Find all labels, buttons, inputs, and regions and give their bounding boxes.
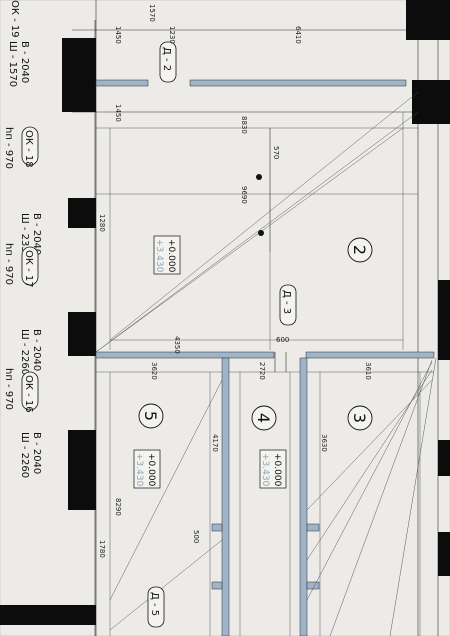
window-callout-ok16: ОК - 16 hп - 970 В - 2040 Ш - 2260	[3, 368, 42, 478]
dimension-label: 2720	[258, 362, 266, 380]
partition-wall	[95, 79, 149, 87]
room-number: 4	[254, 413, 273, 423]
dimension-label: 1280	[98, 214, 106, 232]
dimension-label: 1570	[148, 4, 156, 22]
room-number-circle	[138, 403, 164, 429]
dimension-label: 1450	[114, 104, 122, 122]
window-height: В - 2040	[31, 329, 42, 371]
partition-wall	[306, 523, 320, 532]
window-callout-ok18: ОК - 18 hп - 970 В - 2040 Ш - 2350	[3, 126, 42, 259]
dimension-label: 3610	[364, 362, 372, 380]
partition-wall	[189, 79, 407, 87]
window-height: В - 2040	[19, 41, 30, 83]
diagonal-line	[95, 127, 404, 353]
dimension-label: 1780	[98, 540, 106, 558]
room-number-circle	[347, 405, 373, 431]
marker-dot	[256, 174, 262, 180]
diagonal-line	[109, 539, 223, 631]
dimension-label: 600	[276, 336, 289, 344]
partition-wall	[299, 357, 308, 636]
window-tag-frame	[21, 371, 39, 411]
diagonal-line	[329, 359, 433, 636]
window-width: Ш - 1570	[7, 41, 18, 87]
room-number: 3	[350, 413, 369, 423]
window-sill-height: hп - 970	[3, 368, 14, 410]
dimension-label: 4170	[211, 434, 219, 452]
room-level-2: +0.000 +3.430	[153, 235, 181, 275]
column-block	[68, 312, 96, 356]
partition-wall	[211, 581, 223, 590]
partition-wall	[221, 357, 230, 636]
window-width: Ш - 2350	[19, 213, 30, 259]
svg-text:+0.000: +0.000	[272, 453, 282, 487]
dimension-label: 500	[192, 530, 200, 543]
door-tag-frame	[159, 41, 177, 83]
marker-dot	[258, 230, 264, 236]
window-sill-height: hп - 970	[3, 127, 14, 169]
room-level-5: +0.000 +3.430	[133, 449, 161, 489]
window-width: Ш - 2260	[19, 432, 30, 478]
partition-wall	[305, 351, 435, 359]
window-tag: ОК - 16	[23, 375, 34, 413]
room-number: 2	[350, 245, 369, 255]
svg-text:+0.000: +0.000	[166, 239, 176, 273]
svg-text:+3.430: +3.430	[134, 453, 144, 487]
column-block	[68, 430, 96, 510]
window-height: В - 2040	[31, 213, 42, 255]
dimension-label: 1230	[168, 26, 176, 44]
window-tag: ОК - 19	[9, 0, 20, 38]
svg-text:+3.430: +3.430	[154, 239, 164, 273]
door-tag-d2: Д - 2	[159, 41, 177, 83]
window-callout-ok19: ОК - 19 В - 2040 Ш - 1570	[7, 0, 30, 87]
dimension-label: 3630	[320, 434, 328, 452]
window-tag: ОК - 17	[23, 250, 34, 288]
column-block	[412, 80, 450, 124]
diagonal-line	[306, 361, 433, 601]
window-sill-height: hп - 970	[3, 243, 14, 285]
dimension-label: 9690	[240, 186, 248, 204]
partition-wall	[211, 523, 223, 532]
door-label: Д - 2	[161, 47, 172, 71]
svg-text:+0.000: +0.000	[146, 453, 156, 487]
column-block	[406, 0, 450, 40]
dimension-label: 6410	[294, 26, 302, 44]
door-tag-d5: Д - 5	[147, 586, 165, 628]
diagonal-line	[109, 91, 419, 341]
column-block	[438, 440, 450, 476]
dimension-label: 8290	[114, 498, 122, 516]
dimension-label: 1450	[114, 26, 122, 44]
room-number-circle	[347, 237, 373, 263]
room-number: 5	[141, 411, 160, 421]
diagonal-line	[95, 111, 419, 353]
window-tag-frame	[21, 126, 39, 166]
diagonal-line	[109, 379, 223, 601]
column-block	[438, 280, 450, 360]
room-number-circle	[251, 405, 277, 431]
dimension-label: 8830	[240, 116, 248, 134]
room-level-4: +0.000 +3.430	[259, 449, 287, 489]
window-tag: ОК - 18	[23, 130, 34, 168]
door-tag-frame	[147, 586, 165, 628]
partition-wall	[306, 581, 320, 590]
column-block	[68, 198, 96, 228]
window-height: В - 2040	[31, 432, 42, 474]
dimension-label: 3620	[150, 362, 158, 380]
column-block	[62, 38, 96, 112]
column-block	[0, 605, 96, 625]
window-width: Ш - 2260	[19, 329, 30, 375]
window-callout-ok17: ОК - 17 hп - 970 В - 2040 Ш - 2260	[3, 243, 42, 375]
door-label: Д - 3	[281, 290, 292, 314]
door-label: Д - 5	[149, 592, 160, 616]
door-tag-frame	[279, 284, 297, 326]
svg-text:+3.430: +3.430	[260, 453, 270, 487]
column-block	[438, 532, 450, 576]
dimension-label: 570	[272, 146, 280, 159]
window-tag-frame	[21, 246, 39, 286]
diagonal-line	[389, 357, 437, 636]
dimension-label: 4350	[173, 336, 181, 354]
partition-wall	[95, 351, 275, 359]
door-tag-d3: Д - 3	[279, 284, 297, 326]
